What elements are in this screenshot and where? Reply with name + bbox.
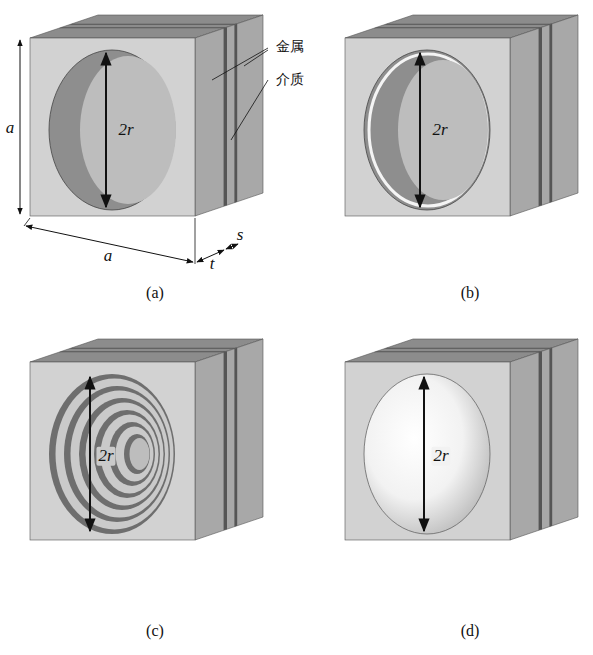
dimension-label: 2r	[431, 447, 450, 466]
dimension-label: 2r	[96, 447, 115, 466]
dimension-label: 2r	[116, 121, 135, 140]
subfigure-caption: (c)	[146, 622, 164, 640]
dimension-label: t	[210, 255, 215, 274]
subfigure-caption: (b)	[461, 284, 480, 302]
dimension-label: 2r	[430, 121, 449, 140]
dimension-label: a	[104, 247, 113, 266]
subfigure-caption: (d)	[461, 622, 480, 640]
dimension-label: a	[6, 119, 15, 138]
material-label: 金属	[276, 39, 304, 54]
subfigure-caption: (a)	[146, 284, 164, 302]
material-label: 介质	[276, 72, 304, 87]
dimension-label: s	[237, 226, 244, 245]
